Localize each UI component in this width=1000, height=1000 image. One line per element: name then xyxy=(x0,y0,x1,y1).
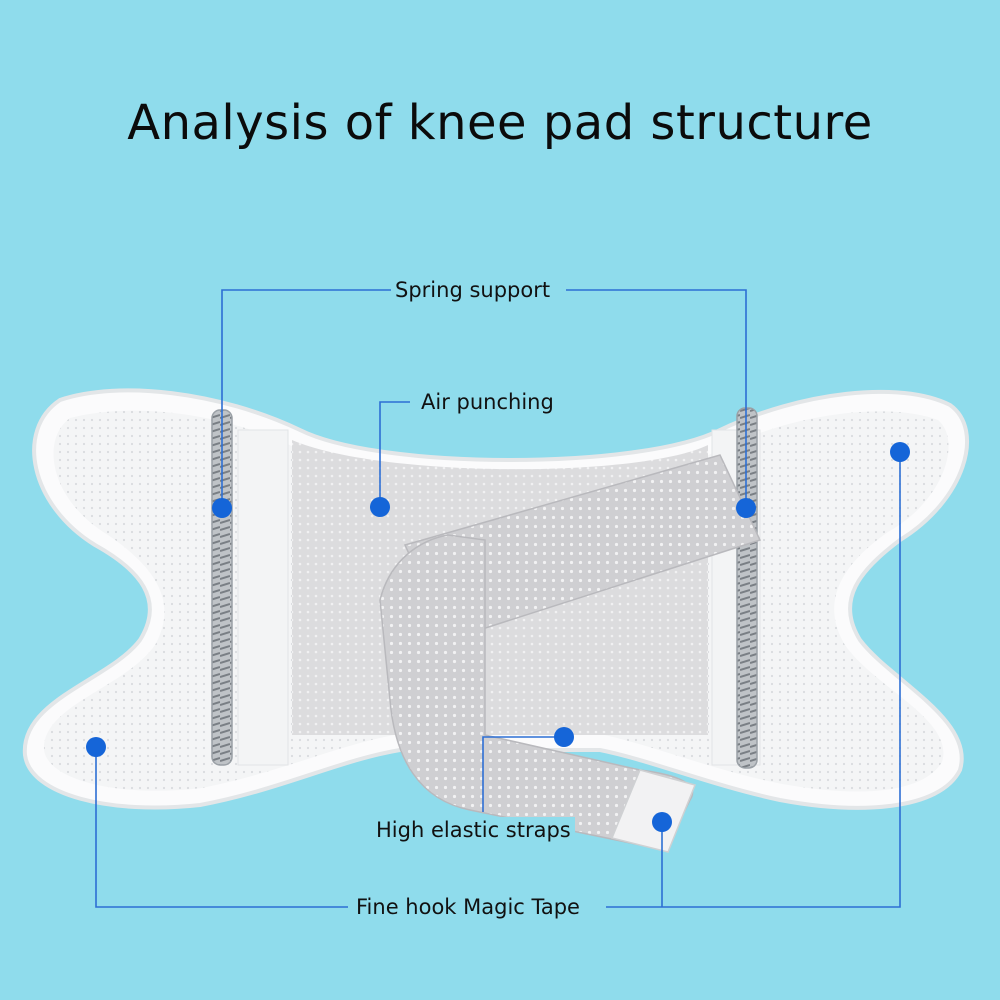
spring-right xyxy=(736,407,758,769)
label-air-punching: Air punching xyxy=(417,389,558,415)
callout-dot-tape-tab xyxy=(652,812,672,832)
magic-tape-tab xyxy=(610,769,697,853)
callout-dot-air-punching xyxy=(370,497,390,517)
callout-dot-spring-left xyxy=(212,498,232,518)
callout-dot-tape-left xyxy=(86,737,106,757)
callout-dot-tape-right xyxy=(890,442,910,462)
page-title: Analysis of knee pad structure xyxy=(127,95,873,151)
callout-dot-spring-right xyxy=(736,498,756,518)
label-spring-support: Spring support xyxy=(391,277,555,303)
callout-dot-straps xyxy=(554,727,574,747)
label-high-elastic-straps: High elastic straps xyxy=(372,817,575,843)
label-fine-hook-magic-tape: Fine hook Magic Tape xyxy=(352,894,584,920)
